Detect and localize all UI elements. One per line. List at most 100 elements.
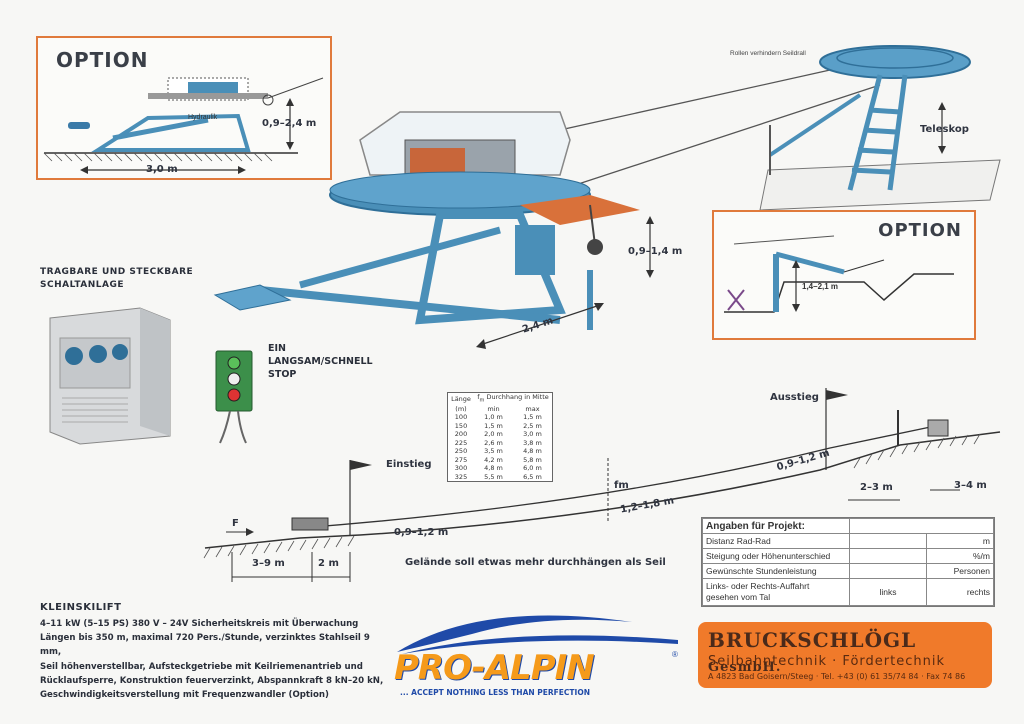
kleinskilift-line-3: Seil höhenverstellbar, Aufsteckgetriebe … (40, 661, 363, 672)
pro-alpin-swoosh (397, 615, 678, 654)
cell: 6,5 m (523, 472, 542, 481)
kleinskilift-line-4: Rücklaufsperre, Konstruktion feuerverzin… (40, 675, 384, 686)
ausstieg-label: Ausstieg (770, 392, 819, 403)
schaltanlage-title: TRAGBARE UND STECKBARE SCHALTANLAGE (40, 266, 193, 292)
schaltanlage-title-line1: TRAGBARE UND STECKBARE (40, 267, 194, 277)
dim-3-9m: 3–9 m (252, 558, 285, 569)
kleinskilift-title: KLEINSKILIFT (40, 602, 122, 613)
label-langsam-schnell: LANGSAM/SCHNELL (268, 356, 373, 367)
table-row: 150 1,5 m 2,5 m (448, 422, 552, 431)
cell: 4,8 m (484, 464, 503, 473)
cell: 200 (454, 430, 468, 439)
input-distanz[interactable] (849, 533, 927, 549)
sag-header-durchhang: Durchhang in Mitte (486, 393, 549, 401)
company-services: Seilbahntechnik · Fördertechnik (708, 654, 945, 669)
schaltanlage-title-line2: SCHALTANLAGE (40, 280, 125, 290)
cell: 4,2 m (484, 455, 503, 464)
cell: 4,8 m (523, 447, 542, 456)
table-row: 300 4,8 m 6,0 m (448, 464, 552, 473)
cell: 1,0 m (484, 413, 503, 422)
sag-table: Länge fm Durchhang in Mitte (m) min max … (448, 393, 552, 481)
table-row: Steigung oder Höhenunterschied %/m (702, 548, 994, 564)
label-ein: EIN (268, 343, 286, 354)
company-name-main: BRUCKSCHLÖGL (708, 628, 917, 652)
rollen-note: Rollen verhindern Seildrall (730, 50, 806, 57)
sag-sub-max: max (525, 404, 540, 413)
cell: 5,5 m (484, 472, 503, 481)
main-height-dim: 0,9–1,4 m (628, 246, 683, 257)
option-title-left: OPTION (56, 48, 149, 72)
label-stop: STOP (268, 369, 297, 380)
input-stundenleistung[interactable] (849, 563, 927, 579)
control-pendant (215, 350, 253, 444)
cell: 100 (454, 413, 468, 422)
sag-sub-m: (m) (455, 404, 467, 413)
project-table: Angaben für Projekt: Distanz Rad-Rad m St… (702, 518, 994, 606)
cell: 3,5 m (484, 447, 503, 456)
fm-label: fm (614, 480, 629, 491)
option-box-left: OPTION Hydraulik 0,9–2,4 m 3,0 m (36, 36, 332, 180)
cell: 1,5 m (484, 421, 503, 430)
dim-3-4m: 3–4 m (954, 480, 987, 491)
cell: 2,5 m (523, 421, 542, 430)
option-rechts[interactable]: rechts (926, 578, 994, 606)
switch-cabinet-drawing (49, 307, 171, 445)
option-title-right: OPTION (878, 220, 962, 241)
company-box: BRUCKSCHLÖGL GesmbH. Seilbahntechnik · F… (698, 622, 992, 688)
cell: 6,0 m (523, 464, 542, 473)
dim-bottom-height: 0,9–1,2 m (394, 527, 449, 538)
cell: 5,8 m (523, 455, 542, 464)
dim-2-3m: 2–3 m (860, 482, 893, 493)
hydraulic-lift-drawing (43, 77, 324, 174)
pro-alpin-logo: PRO-ALPIN (394, 648, 595, 688)
option-left-length: 3,0 m (146, 164, 178, 175)
table-row: Gewünschte Stundenleistung Personen (702, 563, 994, 579)
company-suffix: GesmbH. (708, 660, 782, 675)
sag-sub-min: min (487, 404, 500, 413)
auffahrt-line2: gesehen vom Tal (706, 592, 771, 602)
table-row: 100 1,0 m 1,5 m (448, 413, 552, 422)
row-unit: m (926, 533, 994, 549)
cell: 300 (454, 464, 468, 473)
pro-alpin-tagline: ... ACCEPT NOTHING LESS THAN PERFECTION (400, 688, 590, 697)
cell: 1,5 m (523, 413, 542, 422)
option-right-height: 1,4–2,1 m (802, 282, 839, 291)
row-label: Gewünschte Stundenleistung (702, 563, 850, 579)
row-label: Distanz Rad-Rad (702, 533, 850, 549)
input-steigung[interactable] (849, 548, 927, 564)
f-label: F (232, 518, 239, 529)
option-links[interactable]: links (849, 578, 927, 606)
kleinskilift-section: KLEINSKILIFT 4–11 kW (5–15 PS) 380 V – 2… (40, 602, 385, 702)
row-unit: Personen (926, 563, 994, 579)
sag-header-f: f (477, 393, 480, 401)
cell: 3,8 m (523, 438, 542, 447)
cell: 150 (454, 421, 468, 430)
company-name: BRUCKSCHLÖGL GesmbH. (708, 628, 992, 676)
sag-table-box: Länge fm Durchhang in Mitte (m) min max … (447, 392, 553, 482)
row-unit: %/m (926, 548, 994, 564)
profile-note: Gelände soll etwas mehr durchhängen als … (405, 557, 666, 568)
teleskop-label: Teleskop (920, 124, 969, 135)
project-form: Angaben für Projekt: Distanz Rad-Rad m St… (701, 517, 995, 607)
kleinskilift-line-1: 4–11 kW (5–15 PS) 380 V – 24V Sicherheit… (40, 619, 359, 629)
cell: 3,0 m (523, 430, 542, 439)
row-label: Steigung oder Höhenunterschied (702, 548, 850, 564)
auffahrt-line1: Links- oder Rechts-Auffahrt (706, 581, 810, 591)
cell: 225 (454, 438, 468, 447)
table-row: Distanz Rad-Rad m (702, 533, 994, 549)
kleinskilift-line-2: Längen bis 350 m, maximal 720 Pers./Stun… (40, 633, 370, 658)
company-address: A 4823 Bad Goisern/Steeg · Tel. +43 (0) … (708, 672, 966, 681)
logo-reg-mark: ® (672, 650, 678, 659)
control-labels: EIN LANGSAM/SCHNELL STOP (268, 342, 373, 381)
option-box-right: OPTION 1,4–2,1 m (712, 210, 976, 340)
project-title: Angaben für Projekt: (702, 518, 850, 534)
option-left-height: 0,9–2,4 m (262, 118, 317, 129)
